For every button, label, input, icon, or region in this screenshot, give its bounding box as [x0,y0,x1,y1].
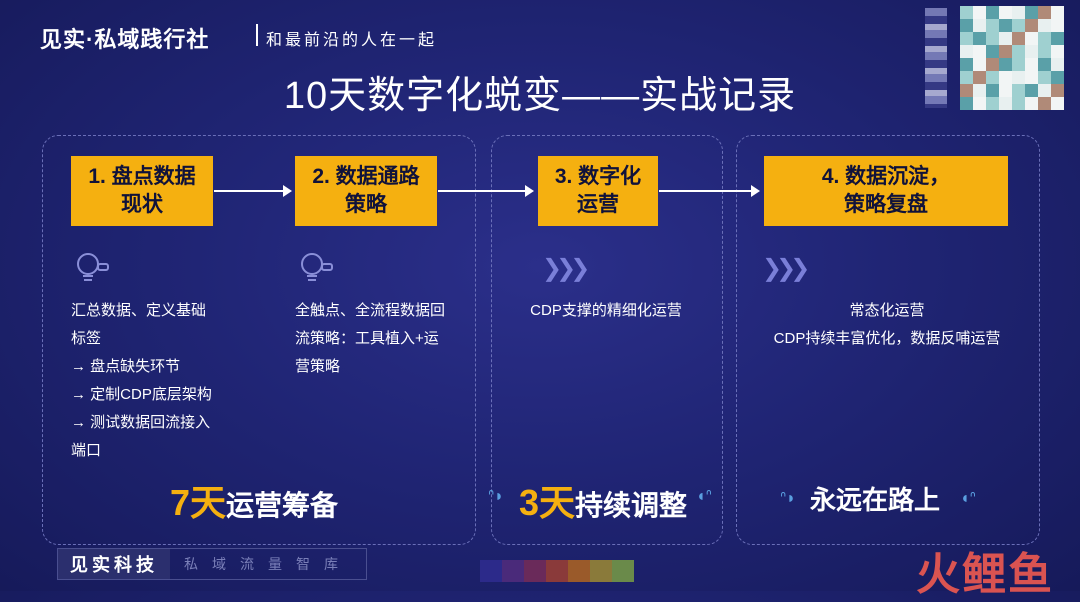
step-2-description: 全触点、全流程数据回 流策略：工具植入+运 营策略 [295,297,465,381]
panel-preparation [42,135,476,545]
arrow-right-icon [438,185,534,197]
panel-ongoing [736,135,1040,545]
desc-line: 标签 [71,330,102,347]
chevrons-right-icon: ❯❯❯ [762,255,810,282]
step-3-description: CDP支撑的精细化运营 [491,297,721,325]
desc-line: → 测试数据回流接入 [71,414,211,431]
desc-line: 端口 [71,442,102,459]
panel-adjustment [491,135,723,545]
color-swatch [612,560,634,582]
step-2-box: 2. 数据通路 策略 [295,156,437,226]
summary-text: 持续调整 [575,490,688,521]
step-4-box: 4. 数据沉淀， 策略复盘 [764,156,1008,226]
step-1-box: 1. 盘点数据 现状 [71,156,213,226]
slide-title: 10天数字化蜕变——实战记录 [283,75,797,117]
desc-line: → 定制CDP底层架构 [71,386,212,403]
summary-adjustment: 3天持续调整 [519,474,687,526]
color-swatch [502,560,524,582]
whale-icon: ◖ᐢ [696,488,712,505]
desc-line: 常态化运营 [849,302,925,319]
desc-line: 营策略 [295,358,341,375]
summary-days: 7天 [170,482,227,523]
color-swatch [480,560,502,582]
brand-slogan: 和最前沿的人在一起 [266,32,438,49]
footer-tagline: 私域流量智库 [184,556,352,572]
color-swatches [480,560,634,582]
step-4-description: 常态化运营 CDP持续丰富优化，数据反哺运营 [736,297,1038,353]
desc-line: → 盘点缺失环节 [71,358,181,375]
desc-line: 汇总数据、定义基础 [71,302,207,319]
summary-text: 运营筹备 [226,490,339,521]
header-divider [256,24,258,46]
step-1-description: 汇总数据、定义基础 标签 → 盘点缺失环节 → 定制CDP底层架构 → 测试数据… [71,297,241,465]
summary-preparation: 7天运营筹备 [170,474,338,526]
chevrons-right-icon: ❯❯❯ [542,255,590,282]
lightbulb-icon [77,253,109,281]
watermark-logo: 火鲤鱼 [916,550,1054,599]
qr-code-image [960,6,1064,110]
arrow-right-icon [659,185,760,197]
desc-line: 全触点、全流程数据回 [295,302,446,319]
summary-ongoing: 永远在路上 [810,485,941,515]
brand-logo-text: 见实·私域践行社 [40,27,210,52]
lightbulb-icon [301,253,333,281]
desc-line: CDP支撑的精细化运营 [530,302,682,319]
step-3-box: 3. 数字化 运营 [538,156,658,226]
blurred-image-strip [925,8,947,108]
summary-days: 3天 [519,482,576,523]
whale-icon: ᐢ◗ [488,488,504,505]
whale-icon: ᐢ◗ [780,490,796,507]
whale-icon: ◖ᐢ [960,490,976,507]
color-swatch [524,560,546,582]
desc-line: 流策略：工具植入+运 [295,330,439,347]
desc-line: CDP持续丰富优化，数据反哺运营 [773,330,1001,347]
color-swatch [590,560,612,582]
footer-bar: 见实科技 私域流量智库 [57,548,367,580]
color-swatch [568,560,590,582]
arrow-right-icon [214,185,292,197]
color-swatch [546,560,568,582]
footer-company: 见实科技 [58,549,170,579]
